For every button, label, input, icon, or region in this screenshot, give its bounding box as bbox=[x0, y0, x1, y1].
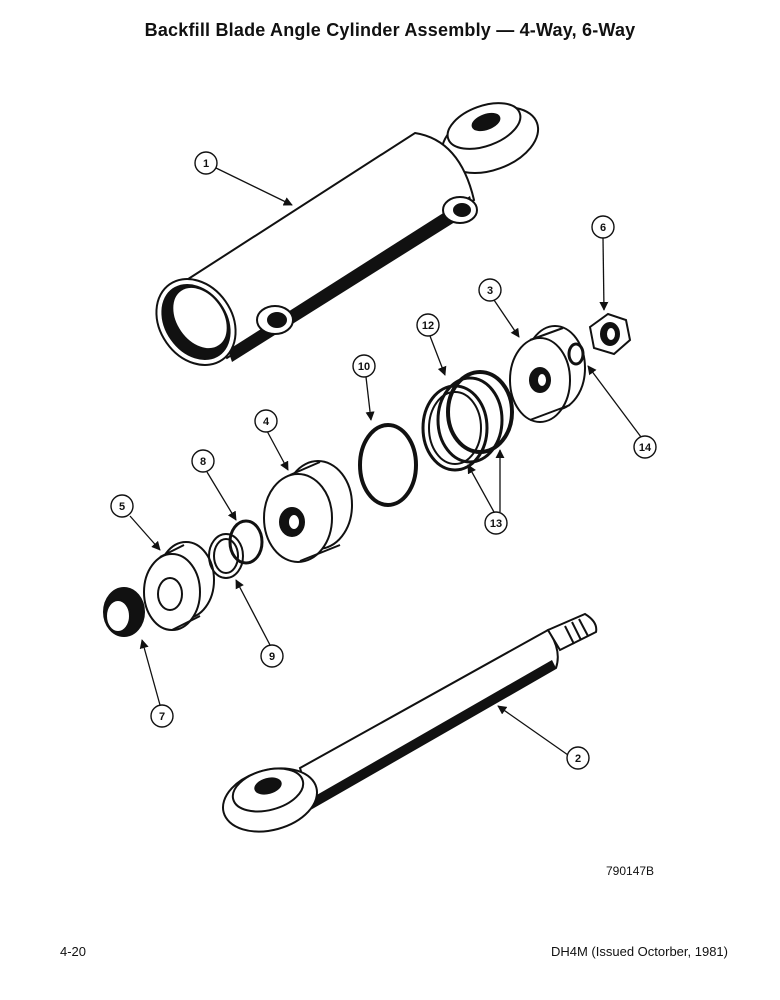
svg-text:1: 1 bbox=[203, 158, 209, 170]
gland-part bbox=[263, 460, 353, 563]
callout-1: 1 bbox=[194, 151, 218, 175]
callout-9: 9 bbox=[260, 644, 284, 668]
figure-number: 790147B bbox=[606, 864, 655, 878]
publication-info: DH4M (Issued Octorber, 1981) bbox=[550, 944, 728, 959]
callout-4: 4 bbox=[254, 409, 278, 433]
piston-rod-part bbox=[221, 612, 598, 833]
svg-text:6: 6 bbox=[600, 222, 606, 234]
callout-8: 8 bbox=[191, 449, 215, 473]
o-ring-large-part bbox=[358, 423, 418, 507]
svg-text:2: 2 bbox=[575, 753, 581, 765]
svg-text:4: 4 bbox=[263, 416, 270, 428]
svg-text:10: 10 bbox=[358, 361, 370, 373]
svg-text:13: 13 bbox=[490, 518, 502, 530]
svg-text:12: 12 bbox=[422, 320, 434, 332]
svg-text:3: 3 bbox=[487, 285, 493, 297]
page-title: Backfill Blade Angle Cylinder Assembly —… bbox=[144, 20, 636, 40]
svg-text:8: 8 bbox=[200, 456, 206, 468]
svg-text:9: 9 bbox=[269, 651, 275, 663]
small-o-ring-part bbox=[567, 342, 585, 366]
backup-ring-part bbox=[208, 533, 244, 579]
callout-6: 6 bbox=[591, 215, 615, 239]
callout-14: 14 bbox=[633, 435, 657, 459]
callouts: 1 2 3 4 5 6 7 8 bbox=[110, 151, 657, 770]
leader-lines bbox=[129, 167, 642, 756]
callout-3: 3 bbox=[478, 278, 502, 302]
callout-5: 5 bbox=[110, 494, 134, 518]
head-nut-part bbox=[143, 541, 215, 631]
wiper-seal-part bbox=[103, 587, 145, 637]
callout-13: 13 bbox=[484, 511, 508, 535]
piston-seal-part bbox=[421, 370, 514, 472]
svg-text:14: 14 bbox=[639, 442, 652, 454]
piston-part bbox=[509, 325, 586, 423]
callout-10: 10 bbox=[352, 354, 376, 378]
lock-nut-part bbox=[588, 312, 632, 356]
callout-7: 7 bbox=[150, 704, 174, 728]
svg-text:5: 5 bbox=[119, 501, 125, 513]
o-ring-part bbox=[228, 519, 264, 565]
cylinder-barrel-part bbox=[155, 102, 540, 366]
svg-text:7: 7 bbox=[159, 711, 165, 723]
callout-12: 12 bbox=[416, 313, 440, 337]
callout-2: 2 bbox=[566, 746, 590, 770]
page-number: 4-20 bbox=[60, 944, 87, 959]
